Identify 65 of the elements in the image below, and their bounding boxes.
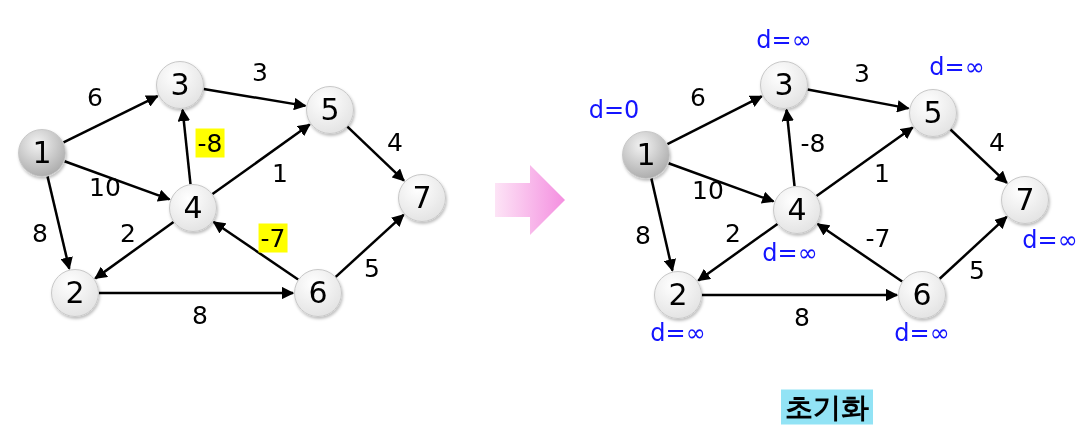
node-number: 1	[32, 138, 52, 168]
node-number: 2	[668, 280, 688, 310]
edge-label: 3	[251, 57, 269, 87]
distance-label: d=∞	[1022, 228, 1078, 252]
edge-label: 8	[191, 300, 209, 330]
node-number: 4	[183, 193, 203, 223]
edge-label: -7	[864, 223, 892, 253]
arrow	[346, 125, 405, 182]
distance-label: d=0	[588, 98, 640, 122]
node-number: 3	[170, 70, 190, 100]
arrow	[807, 88, 910, 113]
node-number: 7	[412, 183, 432, 213]
edge-label: 4	[386, 127, 404, 157]
node-number: 5	[923, 98, 943, 128]
edge-label: 8	[634, 220, 652, 250]
arrow	[62, 94, 159, 144]
edge-label: 4	[988, 127, 1006, 157]
arrow	[94, 221, 175, 280]
edge-label: 8	[793, 302, 811, 332]
edge-label: 3	[853, 58, 871, 88]
arrow	[938, 216, 1008, 280]
edge-label: 2	[724, 218, 742, 248]
arrow	[815, 126, 914, 198]
edge-label: -8	[799, 128, 827, 158]
edge-label: 5	[363, 253, 381, 283]
edge-label: 10	[691, 175, 725, 205]
arrow	[781, 108, 796, 187]
arrow	[334, 213, 405, 278]
arrow	[949, 128, 1008, 184]
arrow	[203, 87, 307, 111]
edge-label: 6	[689, 82, 707, 112]
edge-label: -8	[195, 128, 225, 158]
node-number: 2	[65, 278, 85, 308]
edge-label: 1	[271, 158, 289, 188]
node-number: 1	[636, 140, 656, 170]
arrow	[666, 95, 763, 146]
arrow	[46, 176, 73, 270]
node-number: 4	[787, 195, 807, 225]
edge-label: 5	[968, 255, 986, 285]
arrow	[668, 162, 775, 204]
arrow	[816, 223, 903, 283]
distance-label: d=∞	[894, 321, 950, 345]
distance-label: d=∞	[756, 28, 812, 52]
distance-label: d=∞	[650, 321, 706, 345]
arrow	[211, 123, 311, 196]
distance-label: d=∞	[762, 241, 818, 265]
caption: 초기화	[781, 389, 873, 425]
edge-label: -7	[258, 223, 288, 253]
edge-label: 8	[31, 218, 49, 248]
node-number: 5	[320, 95, 340, 125]
distance-label: d=∞	[929, 55, 985, 79]
arrow	[64, 160, 171, 202]
node-number: 7	[1015, 185, 1035, 215]
arrow	[697, 222, 779, 282]
node-number: 3	[774, 70, 794, 100]
edge-label: 6	[86, 82, 104, 112]
arrow	[212, 221, 299, 281]
arrow	[99, 286, 295, 300]
arrow	[702, 288, 899, 302]
arrow	[177, 108, 192, 185]
edge-label: 2	[119, 218, 137, 248]
node-number: 6	[912, 280, 932, 310]
edge-label: 1	[873, 158, 891, 188]
node-number: 6	[308, 278, 328, 308]
arrow	[650, 178, 676, 272]
